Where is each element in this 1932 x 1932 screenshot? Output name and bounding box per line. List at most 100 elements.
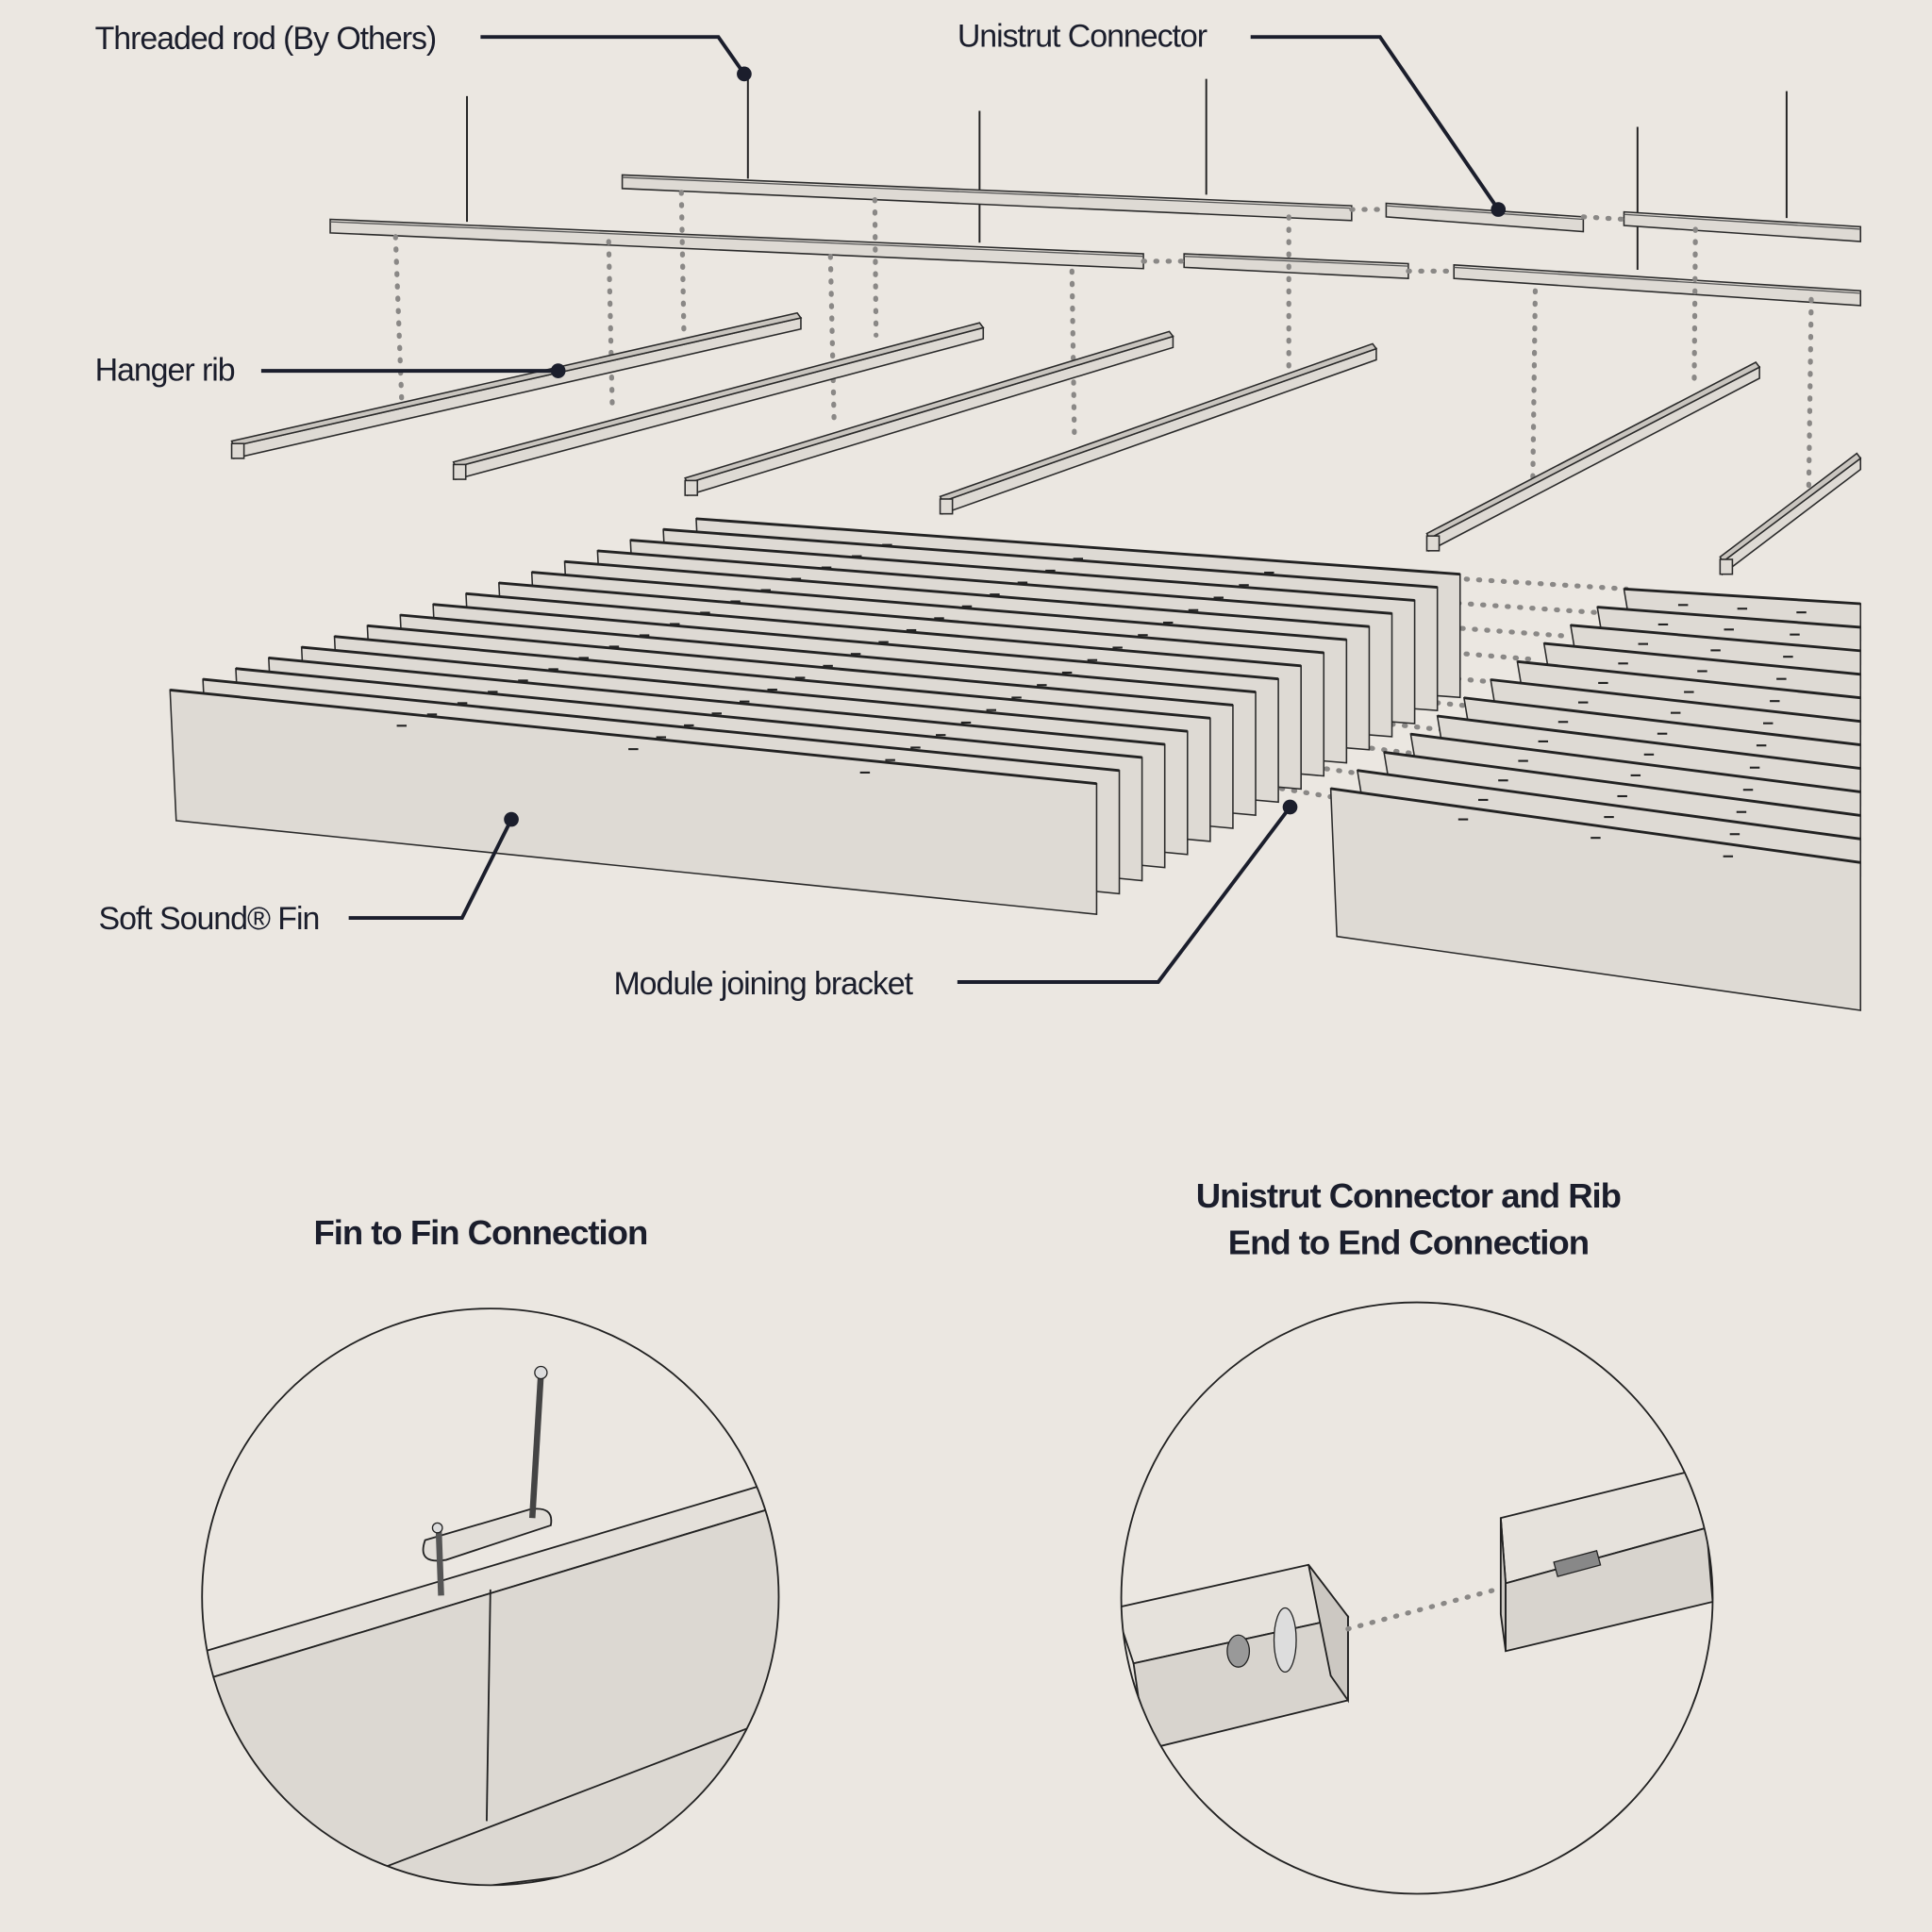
pin [435,1527,444,1596]
leader-dot [550,363,566,378]
hanger-rib-top [452,322,985,468]
fin-top-edge [1517,659,1861,700]
hanger-rib [455,326,985,481]
fin-top-edge [465,591,1302,668]
fin-top-edge [1437,714,1861,770]
detail-title-unistrut-line1: Unistrut Connector and Rib [1196,1176,1621,1215]
fin-top-edge [1357,769,1861,841]
pin-long [528,1374,544,1519]
leader-dot [737,66,752,82]
detail-unistrut-connection [1120,1301,1714,1895]
fin-top-edge [1491,678,1861,724]
dotted-line [1442,599,1599,615]
unistrut-edge [1624,213,1861,230]
fin-module-right [1329,587,1862,1011]
label-unistrut-connector: Unistrut Connector [958,19,1208,55]
detail-title-unistrut-line2: End to End Connection [1228,1224,1589,1262]
leader-line [1250,35,1500,211]
fin-top-edge [1624,587,1861,606]
fin-face [202,1502,779,1886]
dotted-line [1580,214,1627,223]
hanger-rib-end [1425,535,1441,552]
fin-top-edge [202,1483,779,1683]
fin-top-edge [564,559,1370,628]
unistrut-bar [1183,253,1409,280]
fin-top-edge [695,517,1460,576]
unistrut-bar [621,174,1353,222]
callout-unistrut-connector: Unistrut Connector [958,19,1507,217]
unistrut-bar [329,218,1144,270]
dotted-line [1069,268,1077,441]
dotted-line [1402,646,1539,662]
unistrut-edge [330,221,1144,258]
hanger-rib-top [684,330,1174,484]
hanger-rib [941,347,1377,515]
fin-joint-line [486,1589,491,1822]
detail-circle-border [1120,1301,1714,1895]
fin-top-edge [170,688,1097,786]
leader-dot [504,811,519,827]
fin-top-edge [400,613,1257,693]
unistrut-edge [1386,205,1584,221]
fin-top-edge [1330,787,1861,864]
hanger-rib-end [452,463,467,480]
fin-top-edge [301,645,1188,733]
label-soft-sound-fin: Soft Sound® Fin [98,901,319,937]
label-module-joining-bracket: Module joining bracket [613,966,913,1002]
fin-top-edge [367,624,1234,707]
fin-top-edge [1543,641,1861,676]
fin-top-edge [1410,732,1861,793]
fin-top-edge [662,527,1438,589]
fin-top-edge [498,581,1324,655]
dotted-line [392,234,405,404]
hanger-rib-top [939,342,1378,503]
hanger-rib [687,335,1174,497]
hanger-rib-end [939,498,954,515]
hanger-rib-top [1425,360,1761,540]
callout-module-joining-bracket: Module joining bracket [613,799,1298,1002]
hanger-rib-top [1719,452,1862,563]
unistrut-bar [1385,202,1585,233]
dotted-line [1530,288,1539,483]
fin-top-edge [1383,751,1861,817]
hanger-rib [1428,365,1760,553]
leader-line [957,806,1292,984]
leader-line [348,818,513,921]
fin-top-edge [597,549,1392,615]
unistrut-bars [329,174,1862,307]
label-threaded-rod: Threaded rod (By Others) [95,21,437,57]
callout-threaded-rod: Threaded rod (By Others) [95,21,752,82]
dotted-line [827,254,837,428]
fin-top-edge [202,677,1120,773]
hanger-ribs [230,311,1862,576]
hanger-rib [233,316,802,459]
leader-line [480,35,746,75]
fin-module-left [169,517,1461,916]
rib-end [1505,1526,1713,1653]
unistrut-edge [1184,256,1408,267]
unistrut-bar [1453,263,1862,307]
nut-icon [1226,1634,1251,1668]
dotted-line [678,190,687,333]
washer-icon [1273,1607,1297,1674]
unistrut-bar [1623,210,1862,242]
leader-dot [1282,799,1298,815]
detail-circle-border [201,1307,780,1887]
threaded-rods [466,74,1788,271]
fin-top-edge [1570,624,1861,653]
fin-bottom-edge [369,1711,779,1874]
unistrut-edge [1454,266,1861,294]
fin-top-edge [268,656,1165,746]
fin-top-edge [334,635,1210,720]
fin-top-edge [1463,696,1861,747]
fin-top-edge [1597,606,1861,629]
dotted-line [1463,576,1629,591]
joining-bracket [422,1365,553,1596]
bolt-icon [1553,1550,1602,1577]
hanger-rib-top [230,311,803,447]
hanger-rib-end [230,442,245,459]
hanger-rib [1722,457,1862,576]
label-hanger-rib: Hanger rib [95,353,235,389]
